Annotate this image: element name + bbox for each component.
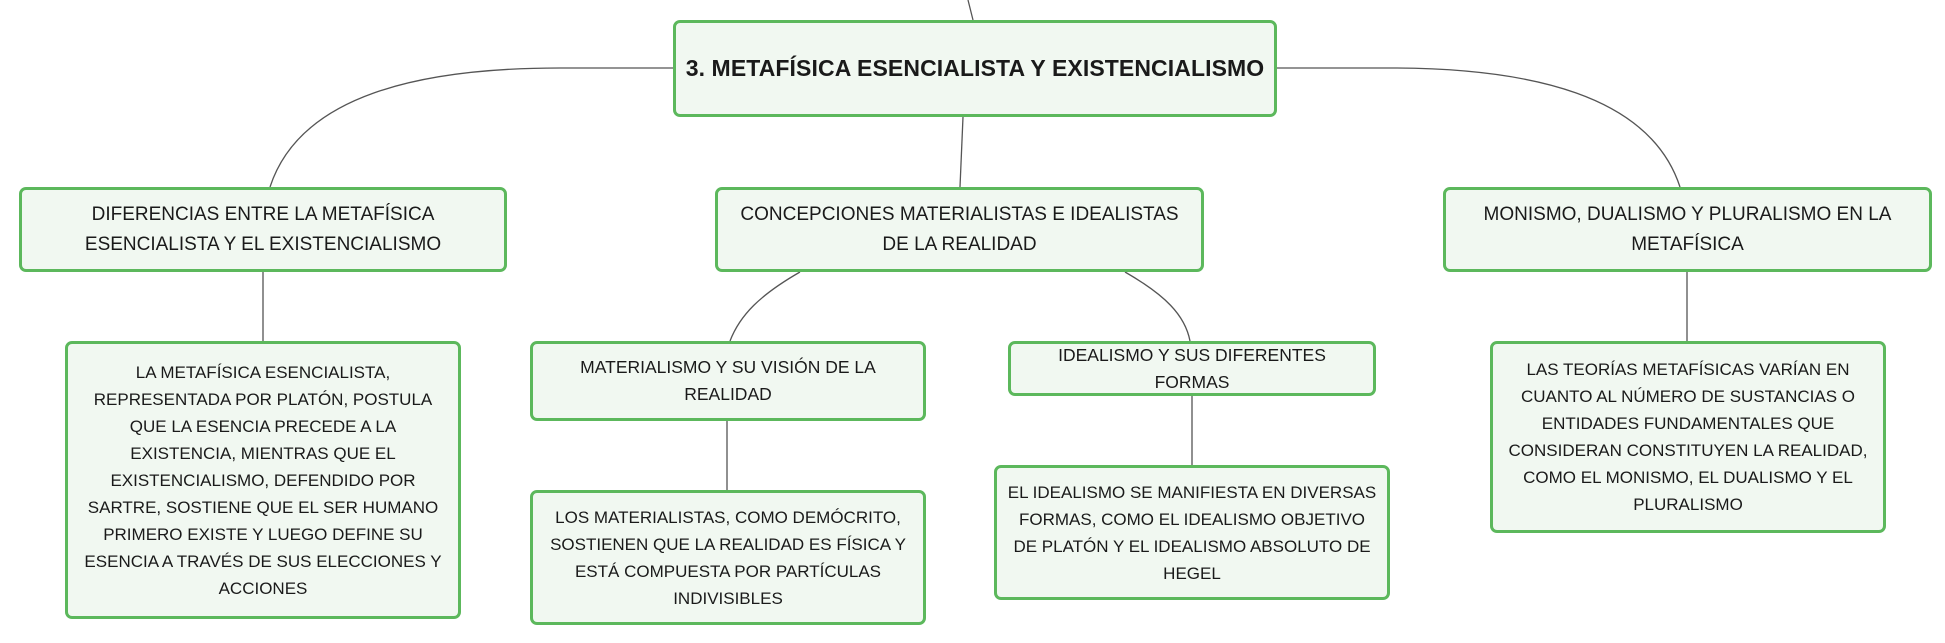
- detail-node-monism-text: LAS TEORÍAS METAFÍSICAS VARÍAN EN CUANTO…: [1508, 360, 1868, 514]
- root-node-label: 3. METAFÍSICA ESENCIALISTA Y EXISTENCIAL…: [685, 55, 1265, 81]
- connector-root-to-left: [269, 67, 673, 188]
- subnode-idealism[interactable]: IDEALISMO Y SUS DIFERENTES FORMAS: [1008, 341, 1376, 396]
- branch-node-differences[interactable]: DIFERENCIAS ENTRE LA METAFÍSICA ESENCIAL…: [19, 187, 507, 272]
- detail-node-materialism[interactable]: LOS MATERIALISTAS, COMO DEMÓCRITO, SOSTI…: [530, 490, 926, 625]
- detail-node-differences[interactable]: LA METAFÍSICA ESENCIALISTA, REPRESENTADA…: [65, 341, 461, 619]
- connector-from-parent: [967, 0, 974, 21]
- subnode-materialism[interactable]: MATERIALISMO Y SU VISIÓN DE LA REALIDAD: [530, 341, 926, 421]
- root-node[interactable]: 3. METAFÍSICA ESENCIALISTA Y EXISTENCIAL…: [673, 20, 1277, 117]
- detail-node-monism[interactable]: LAS TEORÍAS METAFÍSICAS VARÍAN EN CUANTO…: [1490, 341, 1886, 533]
- subnode-materialism-label: MATERIALISMO Y SU VISIÓN DE LA REALIDAD: [580, 357, 876, 404]
- connector-center-to-materialism: [729, 271, 801, 342]
- detail-node-materialism-text: LOS MATERIALISTAS, COMO DEMÓCRITO, SOSTI…: [550, 507, 906, 608]
- connector-center-to-idealism: [1124, 271, 1191, 342]
- branch-node-conceptions-label: CONCEPCIONES MATERIALISTAS E IDEALISTAS …: [740, 203, 1179, 255]
- branch-node-monism[interactable]: MONISMO, DUALISMO Y PLURALISMO EN LA MET…: [1443, 187, 1932, 272]
- branch-node-conceptions[interactable]: CONCEPCIONES MATERIALISTAS E IDEALISTAS …: [715, 187, 1204, 272]
- connector-root-to-right: [1277, 67, 1681, 188]
- connector-root-to-center: [959, 116, 964, 188]
- detail-node-differences-text: LA METAFÍSICA ESENCIALISTA, REPRESENTADA…: [84, 362, 442, 598]
- branch-node-differences-label: DIFERENCIAS ENTRE LA METAFÍSICA ESENCIAL…: [84, 203, 442, 255]
- detail-node-idealism[interactable]: EL IDEALISMO SE MANIFIESTA EN DIVERSAS F…: [994, 465, 1390, 600]
- detail-node-idealism-text: EL IDEALISMO SE MANIFIESTA EN DIVERSAS F…: [1007, 482, 1377, 583]
- subnode-idealism-label: IDEALISMO Y SUS DIFERENTES FORMAS: [1058, 344, 1326, 392]
- branch-node-monism-label: MONISMO, DUALISMO Y PLURALISMO EN LA MET…: [1483, 203, 1892, 255]
